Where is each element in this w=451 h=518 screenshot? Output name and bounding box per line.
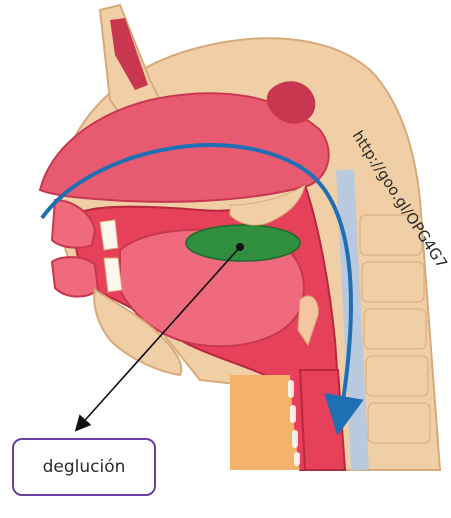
label-deglucion: deglución	[43, 457, 126, 477]
label-box: deglución	[12, 438, 156, 496]
head-cross-section	[40, 5, 440, 470]
esophagus	[300, 370, 345, 470]
lower-lip	[52, 257, 98, 296]
food-bolus	[186, 225, 300, 261]
